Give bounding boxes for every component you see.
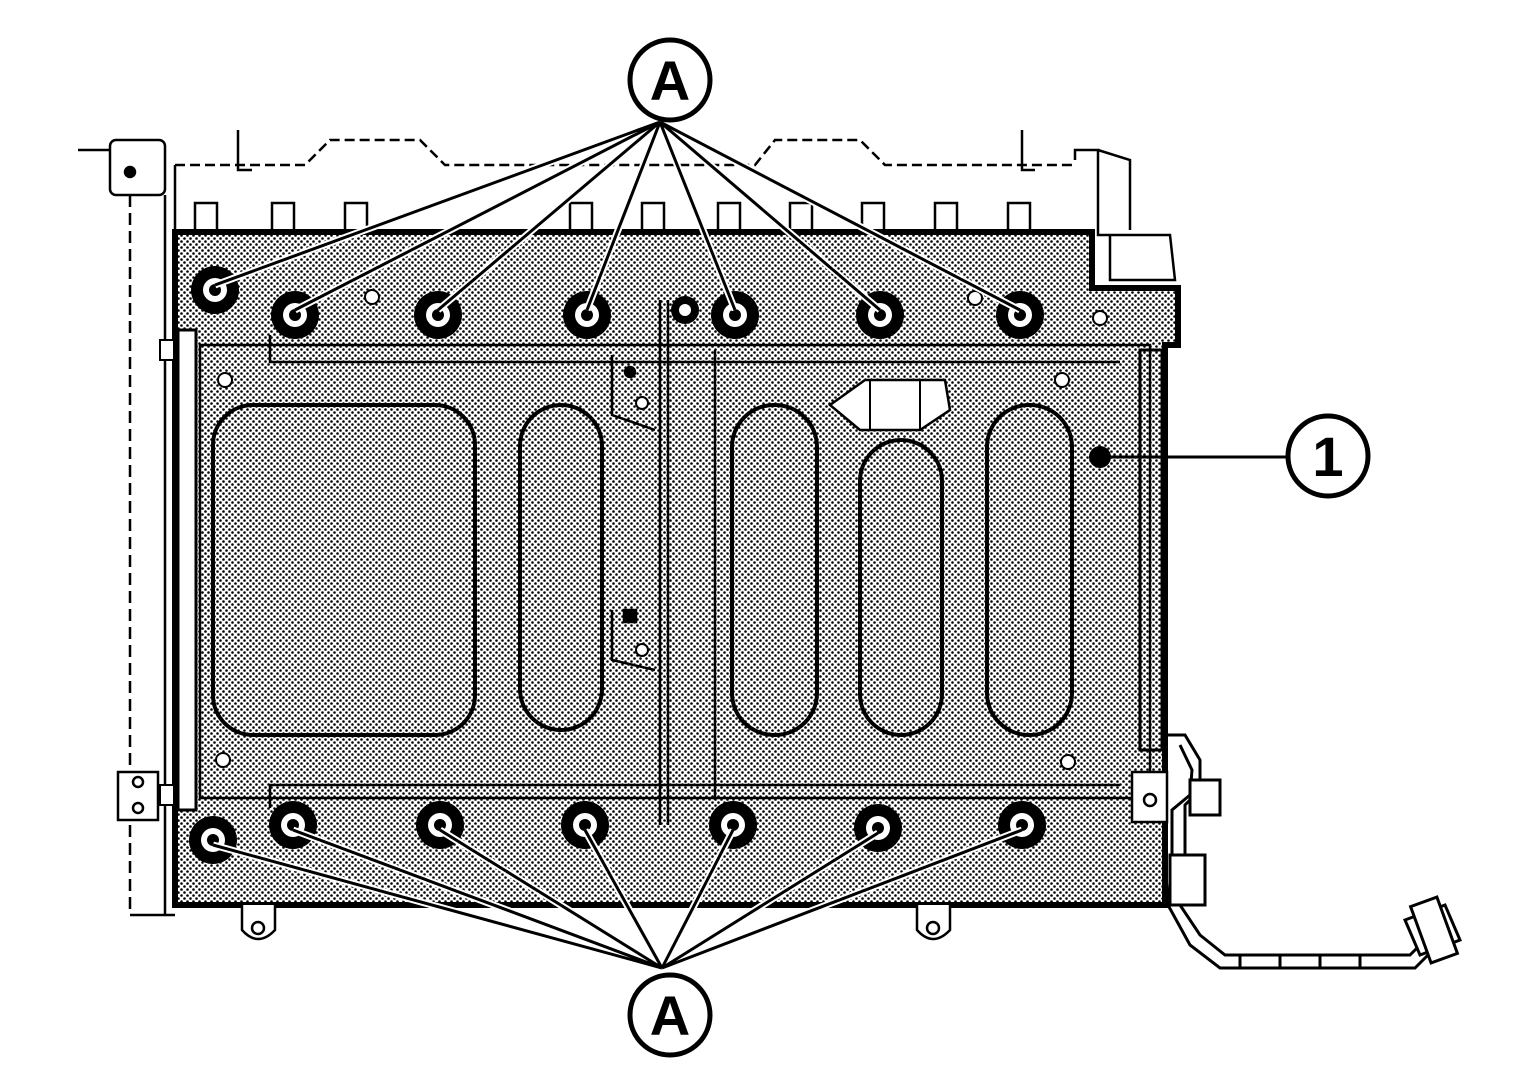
mounting-holes <box>215 289 1108 770</box>
center-rail <box>610 300 717 825</box>
bolt <box>563 291 611 339</box>
bolt <box>998 801 1046 849</box>
bolt <box>269 801 317 849</box>
callout-top-label: A <box>650 49 690 112</box>
bolt <box>189 816 237 864</box>
callout-component: 1 <box>1285 413 1371 499</box>
bolt <box>191 266 239 314</box>
callout-top: A <box>627 37 713 123</box>
left-bracket <box>108 138 167 197</box>
callout-component-label: 1 <box>1312 425 1343 488</box>
bolt <box>711 291 759 339</box>
condenser-windows <box>211 403 1074 737</box>
refrigerant-pipe <box>1165 733 1462 970</box>
callout-bottom-label: A <box>650 984 690 1047</box>
callout-bottom: A <box>627 972 713 1058</box>
bottom-tabs <box>116 770 1169 941</box>
nut <box>671 296 699 324</box>
bolt <box>709 801 757 849</box>
bolt <box>561 801 609 849</box>
